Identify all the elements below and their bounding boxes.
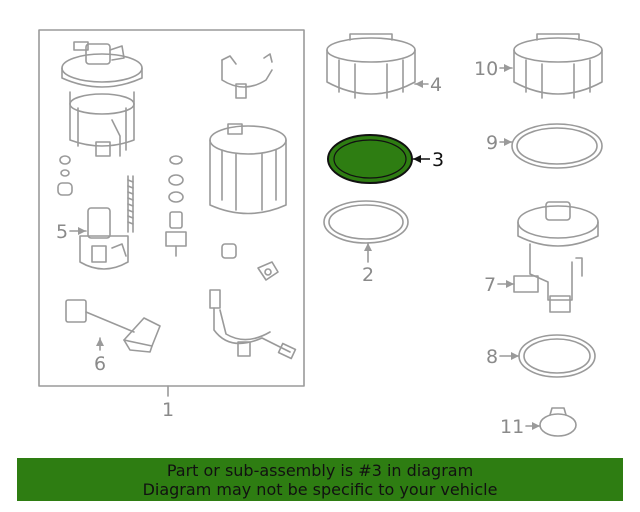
fuel-pump-drawing <box>79 207 129 270</box>
info-banner: Part or sub-assembly is #3 in diagram Di… <box>17 458 623 501</box>
valve-parts <box>165 155 187 257</box>
washer-set-left <box>57 155 73 196</box>
part-7-pump-module <box>513 201 599 313</box>
callout-4: 4 <box>430 74 442 96</box>
leader-lines <box>69 67 541 427</box>
callout-7: 7 <box>484 274 496 296</box>
wire-harness <box>209 289 297 360</box>
callout-1: 1 <box>162 399 174 421</box>
callout-5: 5 <box>56 221 68 243</box>
part-2-gasket <box>323 200 409 244</box>
part-8-gasket <box>518 334 596 378</box>
banner-line-1: Part or sub-assembly is #3 in diagram <box>166 460 474 480</box>
sender-unit-drawing <box>65 299 161 353</box>
callout-10: 10 <box>474 58 498 80</box>
pump-module-drawing <box>61 41 143 157</box>
threaded-rod <box>127 175 134 233</box>
callout-11: 11 <box>500 416 524 438</box>
assembly-frame <box>38 29 305 387</box>
callout-9: 9 <box>486 132 498 154</box>
banner-line-2: Diagram may not be specific to your vehi… <box>142 479 498 499</box>
bracket-clip <box>221 53 273 99</box>
part-3-highlighted-gasket[interactable] <box>327 134 430 184</box>
callout-2: 2 <box>362 264 374 286</box>
callout-8: 8 <box>486 346 498 368</box>
reservoir-cup <box>209 123 287 215</box>
fitting-clip <box>221 243 279 281</box>
part-9-gasket <box>511 123 603 169</box>
callout-6: 6 <box>94 353 106 375</box>
callout-3: 3 <box>432 149 444 171</box>
parts-diagram: 1 2 3 4 5 6 7 8 9 10 11 <box>38 29 603 438</box>
arrow-heads <box>78 64 540 430</box>
part-11-clip <box>539 407 577 437</box>
part-4-lock-ring <box>326 33 416 99</box>
part-10-lock-ring <box>513 33 603 99</box>
